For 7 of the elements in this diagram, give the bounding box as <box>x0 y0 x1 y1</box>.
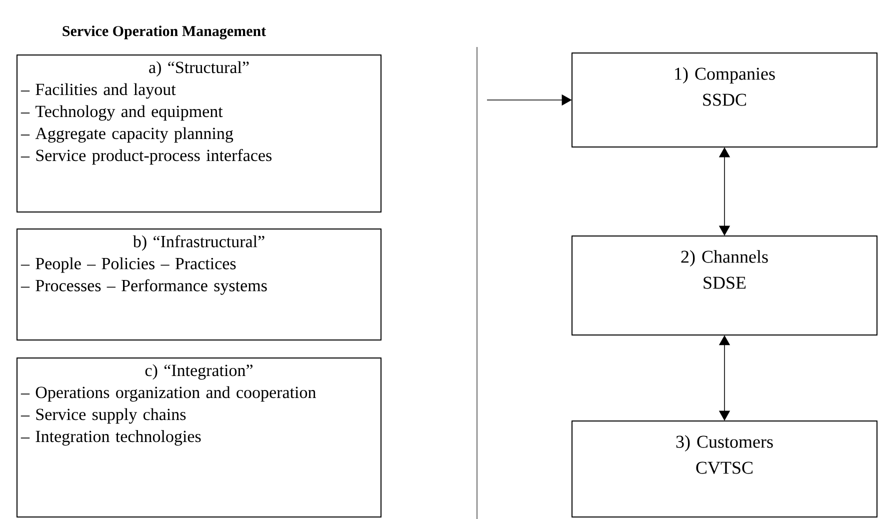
box: b) “Infrastructural” – People – Policies – Practices – Processes – Performance systems <box>16 228 382 340</box>
box: c) “Integration” – Operations organization and cooperation – Service supply chains – Integration technologies <box>16 358 382 518</box>
box: a) “Structural” – Facilities and layout – Technology and equipment – Aggregate capacity planning – Service product-process interfaces <box>16 54 382 212</box>
box: 3) Customers CVTSC <box>572 420 878 518</box>
title: Service Operation Management <box>62 26 266 40</box>
box: 1) Companies SSDC <box>572 52 878 148</box>
box: 2) Channels SDSE <box>572 236 878 336</box>
